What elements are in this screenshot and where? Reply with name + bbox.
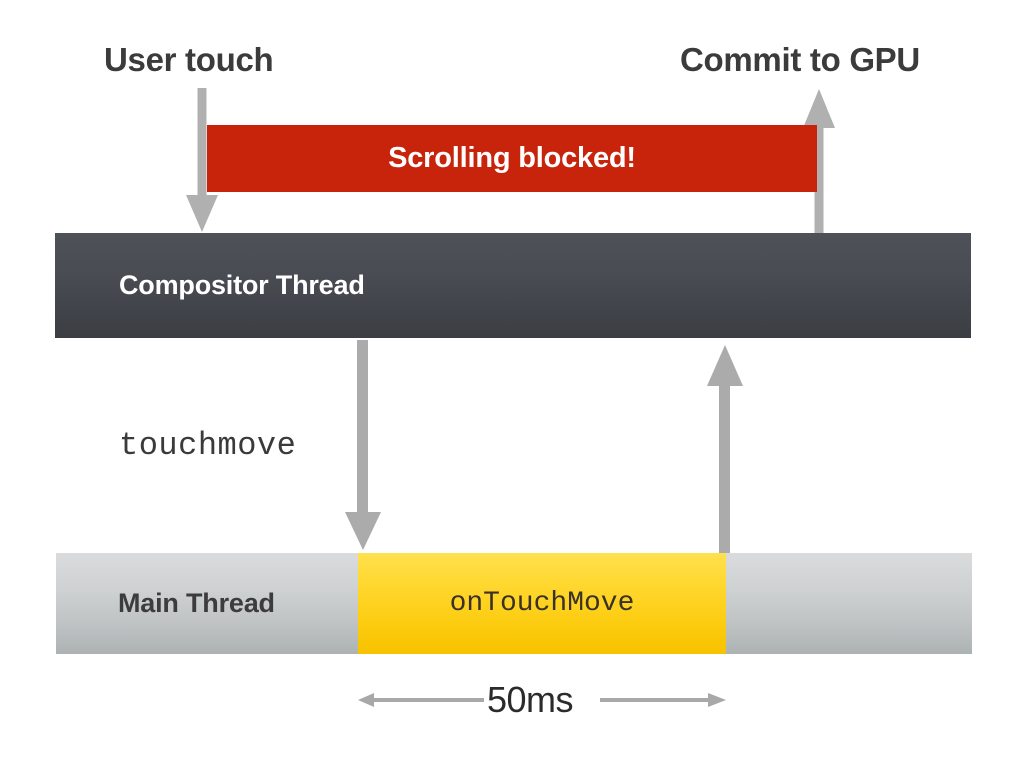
ontouchmove-label: onTouchMove — [449, 588, 635, 619]
compositor-thread-label: Compositor Thread — [119, 270, 365, 300]
commit-to-gpu-up-arrow-icon — [803, 89, 835, 234]
commit-to-gpu-label: Commit to GPU — [680, 41, 920, 78]
ontouchmove-block: onTouchMove — [358, 553, 726, 654]
compositor-thread-bar: Compositor Thread — [55, 233, 971, 338]
scrolling-blocked-bar: Scrolling blocked! — [207, 125, 817, 192]
main-thread-return-up-arrow-icon — [707, 345, 743, 554]
duration-label: 50ms — [487, 679, 574, 720]
scrolling-blocked-label: Scrolling blocked! — [388, 142, 636, 174]
duration-double-arrow-icon — [358, 693, 726, 707]
touchmove-down-arrow-icon — [345, 340, 381, 550]
user-touch-label: User touch — [104, 41, 274, 78]
main-thread-label: Main Thread — [118, 588, 275, 618]
touchmove-label: touchmove — [119, 427, 297, 464]
user-touch-down-arrow-icon — [186, 88, 218, 232]
